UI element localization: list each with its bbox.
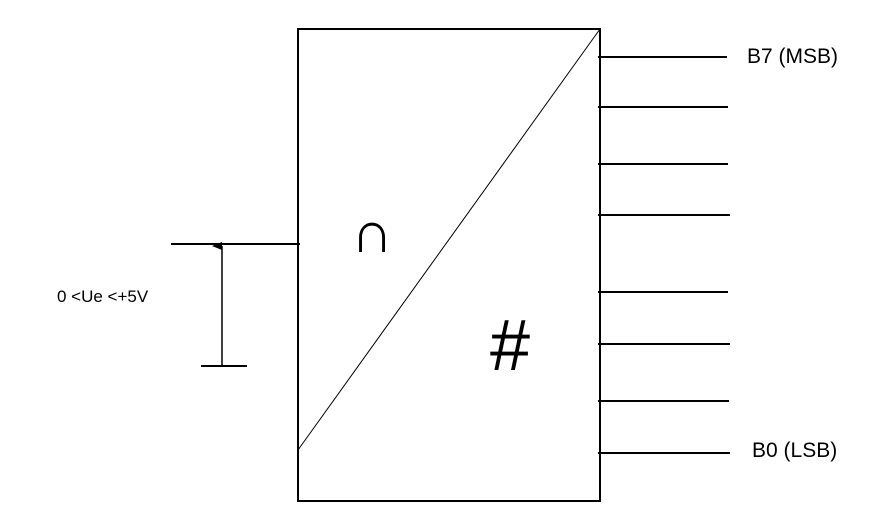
msb-label: B7 (MSB) (747, 45, 838, 68)
lsb-label: B0 (LSB) (752, 439, 837, 462)
converter-block (297, 28, 601, 502)
output-bit-lines (598, 56, 730, 454)
analog-symbol: ∩ (351, 200, 393, 265)
input-range-label: 0 <Ue <+5V (57, 287, 149, 306)
converter-diagonal (297, 28, 601, 451)
digital-symbol: # (490, 306, 530, 386)
